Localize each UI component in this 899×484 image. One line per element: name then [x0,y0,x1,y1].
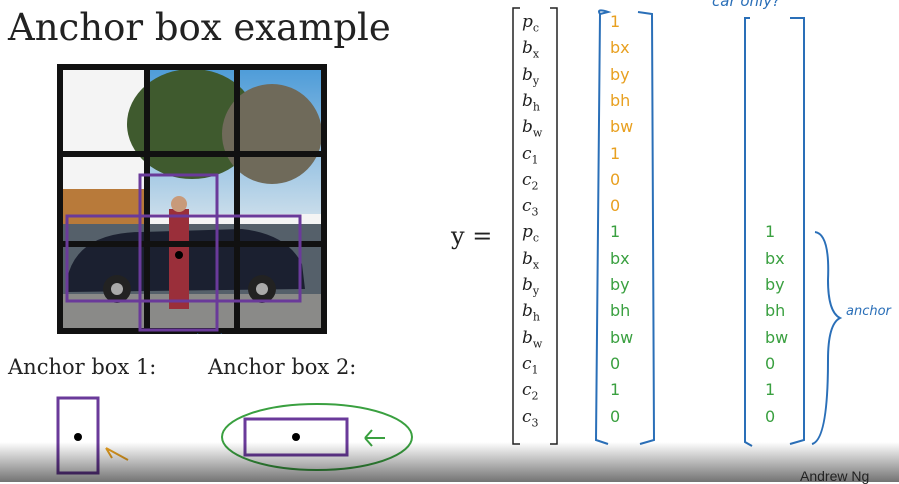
handwritten-value: 0 [610,169,621,189]
vector-row: c2 [522,169,539,193]
handwritten-value: bw [610,117,634,137]
column2-right-bracket [789,17,805,445]
vector-row: bh [522,301,540,324]
anchor-box-2-label: Anchor box 2: [208,355,357,379]
handwritten-value: 1 [610,222,621,242]
vector-row: pc [522,12,540,35]
handwritten-value: 0 [765,406,776,426]
vector-row: bh [522,90,540,114]
handwritten-value: 0 [765,353,776,373]
column1-left-bracket [594,9,612,445]
handwritten-value: 0 [610,406,621,426]
car-bounding-box [65,214,302,303]
vector-row: c3 [522,406,539,429]
handwritten-value: bx [610,248,630,268]
column1-right-bracket [637,11,656,445]
handwritten-value: bh [610,301,631,321]
anchor-brace [811,231,843,445]
handwritten-value: by [610,275,630,294]
handwritten-value: 1 [610,380,621,400]
handwritten-value: 0 [610,196,621,216]
vector-row: c3 [522,196,539,219]
vector-row: bx [522,248,540,272]
handwritten-value: 1 [765,380,776,400]
building [57,189,147,229]
vector-row: bx [522,38,540,61]
note-anchor: anchor [846,304,891,319]
vector-row: by [522,275,540,298]
handwritten-value: bw [765,327,789,347]
handwritten-value: bx [610,38,630,58]
handwritten-value: bh [610,90,631,110]
handwritten-value: bx [765,248,785,268]
vector-row: bw [522,117,543,140]
handwritten-value: by [765,275,785,294]
author-credit: Andrew Ng [800,468,870,484]
column2-left-bracket [744,17,753,447]
vector-row: c2 [522,380,539,403]
vector-row: c1 [522,143,539,166]
anchor-box-1-label: Anchor box 1: [8,355,157,379]
video-overlay [0,442,899,482]
grid-lines [57,64,327,334]
handwritten-value: 1 [765,222,776,242]
handwritten-value: 0 [610,353,621,373]
handwritten-value: bh [765,301,786,321]
vector-row: c1 [522,353,539,377]
y-equals-label: y = [451,222,493,250]
grid-photo [57,64,327,334]
slide-title: Anchor box example [8,6,391,49]
handwritten-value: 1 [610,143,621,163]
pedestrian-bounding-box [138,173,219,332]
handwritten-value: by [610,64,630,84]
handwritten-value: bw [610,327,634,347]
handwritten-value: 1 [610,12,621,31]
note-car-only: car only? [712,0,781,10]
center-dot [175,251,183,259]
vector-row: by [522,64,540,87]
vector-row: bw [522,327,543,350]
vector-row: pc [522,222,540,245]
